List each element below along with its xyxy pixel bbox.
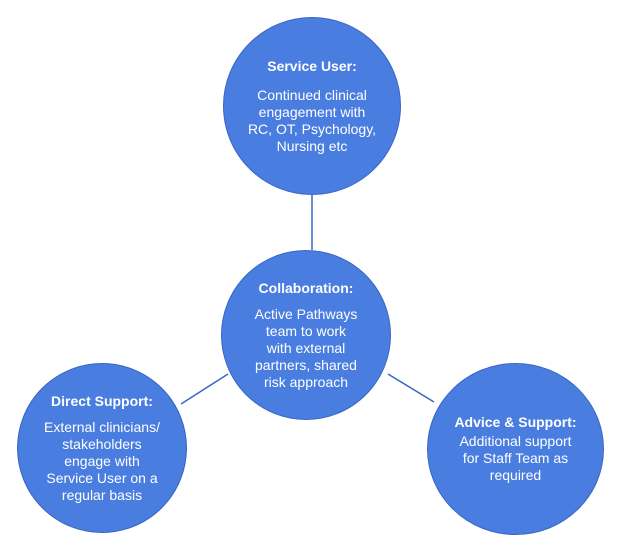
service-user-node: Service User: Continued clinical engagem… — [223, 17, 401, 195]
service-user-title: Service User: — [267, 57, 357, 74]
connector-center-left — [180, 373, 229, 405]
collaboration-title: Collaboration: — [258, 279, 354, 296]
advice-support-node: Advice & Support: Additional support for… — [427, 363, 604, 535]
direct-support-node: Direct Support: External clinicians/ sta… — [17, 363, 187, 533]
collaboration-node: Collaboration: Active Pathways team to w… — [221, 250, 391, 420]
advice-support-text: Additional support for Staff Team as req… — [459, 433, 572, 483]
direct-support-title: Direct Support: — [51, 392, 153, 409]
collaboration-text: Active Pathways team to work with extern… — [254, 305, 358, 390]
direct-support-text: External clinicians/ stakeholders engage… — [44, 418, 160, 503]
connector-center-right — [387, 373, 435, 403]
service-user-text: Continued clinical engagement with RC, O… — [247, 86, 377, 154]
advice-support-title: Advice & Support: — [454, 414, 577, 430]
